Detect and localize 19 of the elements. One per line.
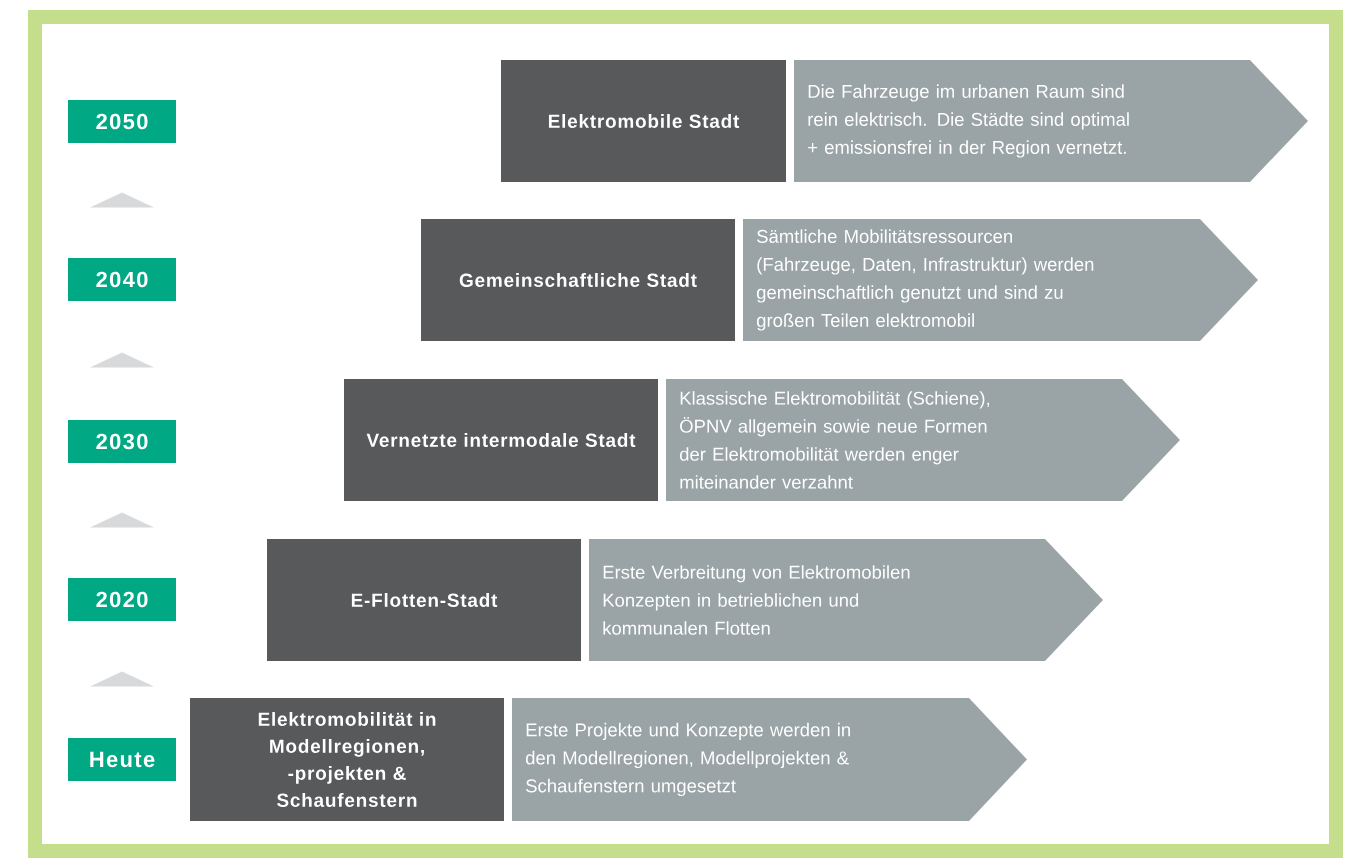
stage-title-box: Vernetzte intermodale Stadt [344, 379, 658, 501]
year-label: 2040 [68, 258, 176, 301]
year-label: 2050 [68, 100, 176, 143]
description-banner: Klassische Elektromobilität (Schiene), ÖPNV allgemein sowie neue Formen der Elektromobilität werden enger miteinander verzahnt [666, 379, 1180, 501]
description-banner: Sämtliche Mobilitätsressourcen (Fahrzeuge, Daten, Infrastruktur) werden gemeinschaftlich genutzt und sind zu großen Teilen elektromobil [743, 219, 1258, 341]
year-label: 2020 [68, 578, 176, 621]
stage-title-box: Elektromobile Stadt [501, 60, 786, 182]
stage-title-box: E-Flotten-Stadt [267, 539, 581, 661]
description-banner: Die Fahrzeuge im urbanen Raum sind rein elektrisch. Die Städte sind optimal + emissionsfrei in der Region vernetzt. [794, 60, 1308, 182]
stage-title-box: Gemeinschaftliche Stadt [421, 219, 735, 341]
description-banner: Erste Projekte und Konzepte werden in den Modellregionen, Modellprojekten & Schaufenstern umgesetzt [512, 698, 1027, 821]
up-chevron [90, 192, 154, 208]
stage-title-box: Elektromobilität in Modellregionen, -projekten & Schaufenstern [190, 698, 504, 821]
up-chevron [90, 352, 154, 368]
year-label: 2030 [68, 420, 176, 463]
up-chevron [90, 671, 154, 687]
up-chevron [90, 512, 154, 528]
year-label: Heute [68, 738, 176, 781]
description-banner: Erste Verbreitung von Elektromobilen Konzepten in betrieblichen und kommunalen Flotten [589, 539, 1103, 661]
